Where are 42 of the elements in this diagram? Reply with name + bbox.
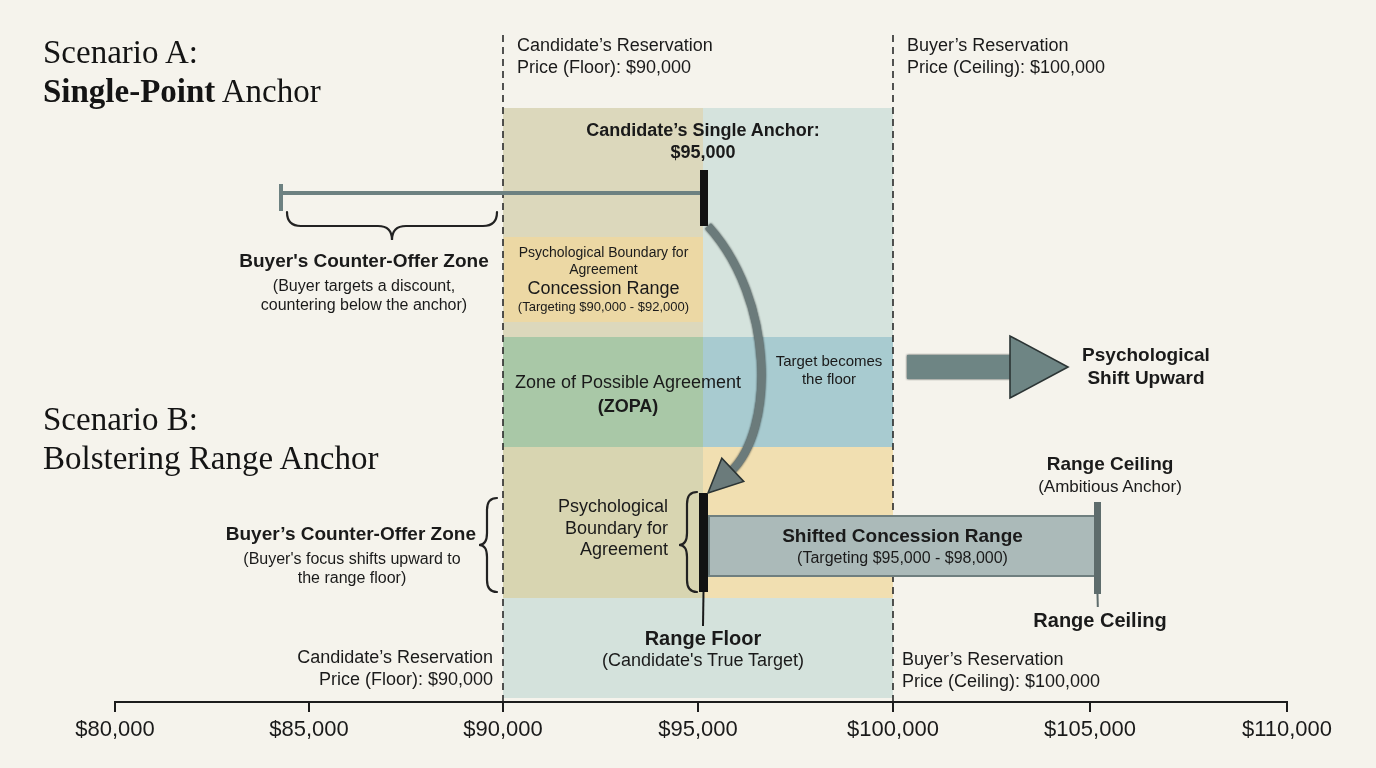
panel-title: Concession Range [527,277,680,300]
bar-title: Shifted Concession Range [782,525,1023,548]
reservation-price-label: Candidate’s Reservation Price (Floor): $90,000 [517,35,714,79]
axis-tick-label: $85,000 [269,716,349,743]
counter-offer-range-line [279,184,700,211]
concession-range-panel [504,237,703,322]
zone-note: (Buyer targets a discount, countering below the anchor) [259,276,469,315]
boundary-note: Psychological Boundary for Agreement [556,496,668,561]
zone-label: Buyer’s Counter-Offer Zone [225,523,476,546]
marker-note: (Candidate's True Target) [601,650,805,672]
range-ceiling-marker [1094,502,1101,594]
marker-label: Range Ceiling [1046,453,1174,476]
marker-label: Range Floor [644,626,762,651]
block-arrow [907,334,1070,400]
marker-label: Range Ceiling [1033,608,1167,632]
zone-abbreviation: (ZOPA) [597,396,659,418]
axis-tick-label: $105,000 [1044,716,1136,743]
zone-title: Zone of Possible Agreement [514,372,742,394]
shifted-concession-bar [708,515,1097,577]
anchor-label: Candidate’s Single Anchor: $95,000 [585,120,821,164]
range-note: (Targeting $90,000 - $92,000) [517,299,690,315]
zone-note: (Buyer's focus shifts upward to the range floor) [242,549,462,588]
axis-tick-label: $95,000 [658,716,738,743]
zone-label: Buyer's Counter-Offer Zone [239,250,489,273]
reservation-price-label: Buyer’s Reservation Price (Ceiling): $100,000 [902,649,1102,693]
range-floor-marker [699,493,708,592]
leader-line [1096,593,1099,608]
leader-line [702,591,705,627]
scenario-heading: Scenario B: Bolstering Range Anchor [43,400,380,478]
shift-label: Psychological Shift Upward [1081,344,1211,390]
axis-tick-label: $90,000 [463,716,543,743]
anchor-marker [700,170,708,226]
axis-tick-label: $110,000 [1241,716,1333,743]
scenario-heading: Scenario A: Single-Point Anchor [43,33,322,111]
axis-tick-label: $80,000 [75,716,155,743]
axis-tick-label: $100,000 [847,716,939,743]
reservation-price-label: Candidate’s Reservation Price (Floor): $90,000 [296,647,493,691]
boundary-note: Psychological Boundary for Agreement [517,244,690,278]
curved-arrow [704,223,766,495]
reservation-price-label: Buyer’s Reservation Price (Ceiling): $100,000 [907,35,1107,79]
range-note: (Targeting $95,000 - $98,000) [797,547,1008,567]
marker-note: (Ambitious Anchor) [1038,477,1182,498]
